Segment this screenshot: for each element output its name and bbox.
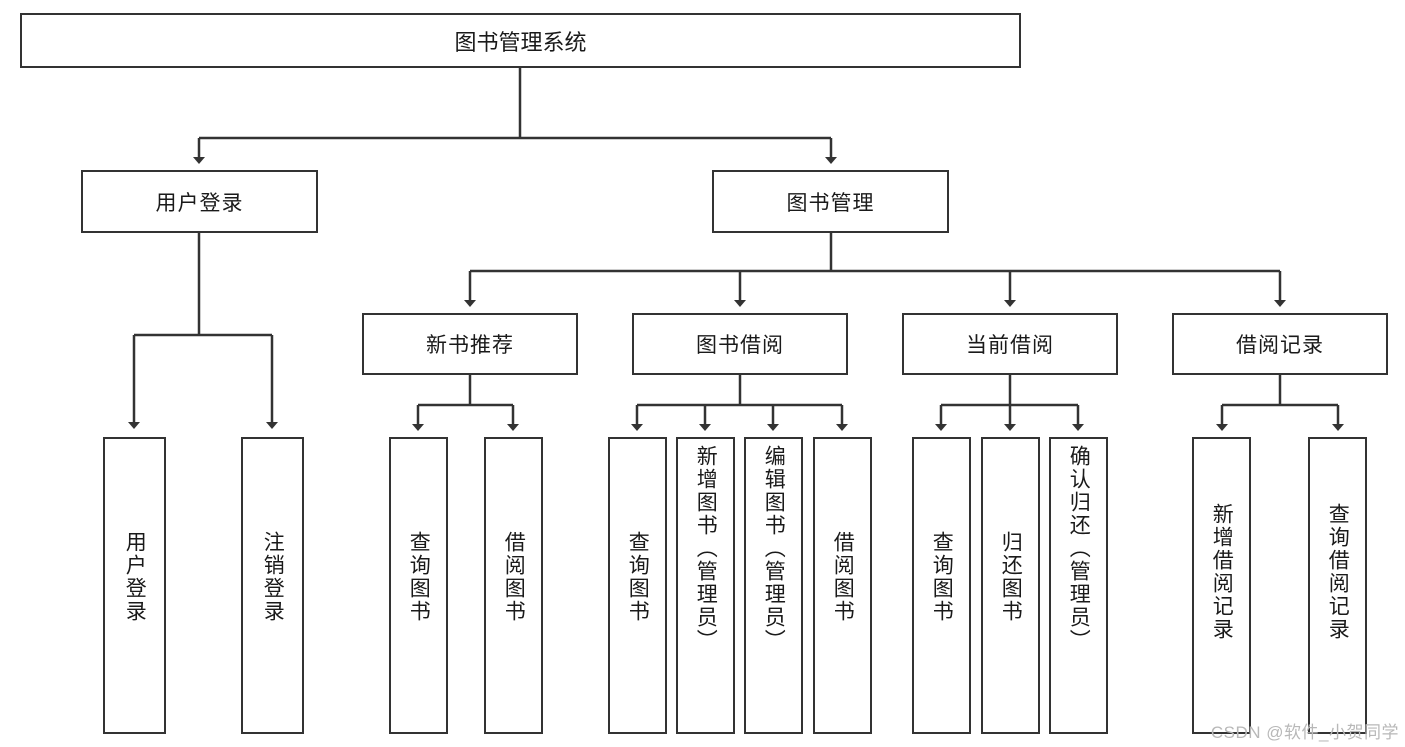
- leaf-book-borrow-query[interactable]: 查询图书: [608, 437, 667, 734]
- node-new-book-recommend[interactable]: 新书推荐: [362, 313, 578, 375]
- leaf-current-borrow-return[interactable]: 归还图书: [981, 437, 1040, 734]
- node-book-borrow[interactable]: 图书借阅: [632, 313, 848, 375]
- leaf-label: 用户登录: [123, 531, 147, 623]
- node-book-management[interactable]: 图书管理: [712, 170, 949, 233]
- leaf-new-book-borrow[interactable]: 借阅图书: [484, 437, 543, 734]
- node-label: 图书管理: [786, 191, 875, 215]
- leaf-label: 确认归还（管理员）: [1067, 445, 1091, 652]
- leaf-label: 查询图书: [407, 531, 431, 623]
- leaf-new-book-query[interactable]: 查询图书: [389, 437, 448, 734]
- leaf-label: 新增图书（管理员）: [694, 445, 718, 652]
- node-root-system[interactable]: 图书管理系统: [20, 13, 1021, 68]
- leaf-label: 查询图书: [930, 531, 954, 623]
- node-borrow-record[interactable]: 借阅记录: [1172, 313, 1388, 375]
- leaf-label: 新增借阅记录: [1210, 503, 1234, 641]
- leaf-label: 编辑图书（管理员）: [762, 445, 786, 652]
- leaf-label: 查询借阅记录: [1326, 503, 1350, 641]
- leaf-book-borrow-edit[interactable]: 编辑图书（管理员）: [744, 437, 803, 734]
- csdn-watermark: CSDN @软件_小贺同学: [1210, 723, 1399, 742]
- leaf-user-login-login[interactable]: 用户登录: [103, 437, 166, 734]
- leaf-book-borrow-lend[interactable]: 借阅图书: [813, 437, 872, 734]
- node-label: 用户登录: [155, 191, 244, 215]
- leaf-label: 借阅图书: [831, 531, 855, 623]
- node-label: 图书管理系统: [454, 29, 587, 55]
- leaf-label: 查询图书: [626, 531, 650, 623]
- leaf-label: 注销登录: [261, 531, 285, 623]
- node-label: 借阅记录: [1236, 334, 1324, 357]
- leaf-label: 归还图书: [999, 531, 1023, 623]
- node-label: 新书推荐: [426, 334, 514, 357]
- leaf-current-borrow-query[interactable]: 查询图书: [912, 437, 971, 734]
- leaf-book-borrow-add[interactable]: 新增图书（管理员）: [676, 437, 735, 734]
- leaf-user-login-logout[interactable]: 注销登录: [241, 437, 304, 734]
- leaf-borrow-record-query[interactable]: 查询借阅记录: [1308, 437, 1367, 734]
- node-user-login[interactable]: 用户登录: [81, 170, 318, 233]
- leaf-borrow-record-add[interactable]: 新增借阅记录: [1192, 437, 1251, 734]
- node-label: 当前借阅: [966, 334, 1054, 357]
- leaf-current-borrow-confirm[interactable]: 确认归还（管理员）: [1049, 437, 1108, 734]
- leaf-label: 借阅图书: [502, 531, 526, 623]
- node-current-borrow[interactable]: 当前借阅: [902, 313, 1118, 375]
- node-label: 图书借阅: [696, 334, 784, 357]
